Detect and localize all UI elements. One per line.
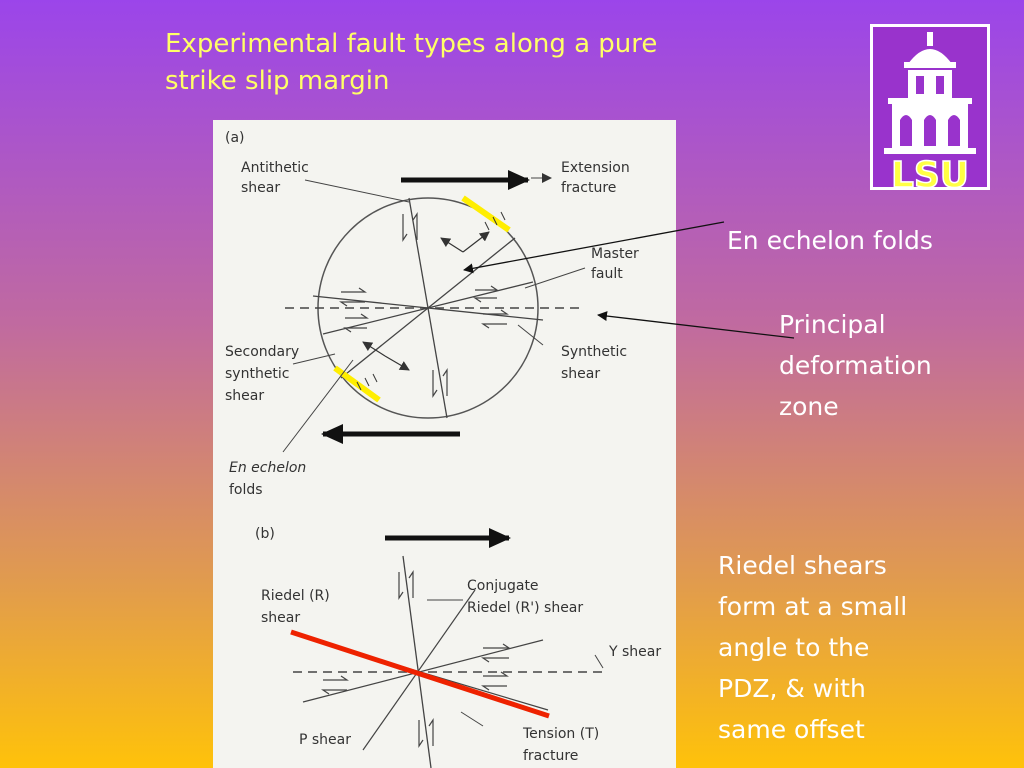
- annotation-principal-deformation-zone: Principal deformation zone: [779, 310, 932, 421]
- svg-text:shear: shear: [241, 180, 280, 196]
- tension-fracture-line: [362, 589, 476, 751]
- fault-diagram-drawing: (a): [225, 130, 661, 768]
- label-riedel-shear: Riedel (R): [261, 588, 330, 604]
- slide-title: Experimental fault types along a pure st…: [165, 29, 658, 96]
- conjugate-riedel-line: [402, 555, 432, 768]
- extension-direction-line: [340, 237, 516, 379]
- label-en-echelon-folds: En echelon: [229, 460, 306, 476]
- label-antithetic-shear: Antithetic: [241, 160, 309, 176]
- p-shear-line: [302, 639, 544, 703]
- svg-text:shear: shear: [561, 366, 600, 382]
- annotation-riedel-shears: Riedel shears form at a small angle to t…: [718, 551, 908, 744]
- label-y-shear: Y shear: [608, 644, 661, 660]
- annotation-en-echelon-folds: En echelon folds: [727, 226, 933, 255]
- svg-text:fracture: fracture: [523, 748, 578, 764]
- label-conjugate-riedel-shear: Conjugate: [467, 578, 539, 594]
- panel-a-label: (a): [225, 130, 245, 146]
- panel-b-label: (b): [255, 526, 275, 542]
- svg-text:fracture: fracture: [561, 180, 616, 196]
- lsu-logo: LSU: [870, 24, 990, 190]
- label-extension-fracture: Extension: [561, 160, 630, 176]
- bell-tower-icon: LSU: [884, 32, 976, 190]
- label-secondary-synthetic-shear: Secondary: [225, 344, 299, 360]
- label-master-fault: Master: [591, 246, 639, 262]
- svg-text:synthetic: synthetic: [225, 366, 290, 382]
- shear-sense-marks: [339, 212, 509, 398]
- riedel-shear-highlight: [290, 629, 550, 719]
- en-echelon-fold-highlight-top: [461, 195, 511, 233]
- label-p-shear: P shear: [299, 732, 351, 748]
- svg-text:folds: folds: [229, 482, 263, 498]
- logo-text: LSU: [891, 155, 969, 190]
- svg-text:shear: shear: [261, 610, 300, 626]
- svg-text:fault: fault: [591, 266, 623, 282]
- svg-text:Riedel (R') shear: Riedel (R') shear: [467, 600, 583, 616]
- svg-text:shear: shear: [225, 388, 264, 404]
- label-tension-fracture: Tension (T): [522, 726, 599, 742]
- fault-diagram: (a): [213, 120, 676, 768]
- pointer-pdz: [597, 311, 795, 339]
- pointer-en-echelon-folds: [463, 221, 725, 274]
- shear-sense-marks-b: [321, 570, 511, 748]
- label-synthetic-shear: Synthetic: [561, 344, 627, 360]
